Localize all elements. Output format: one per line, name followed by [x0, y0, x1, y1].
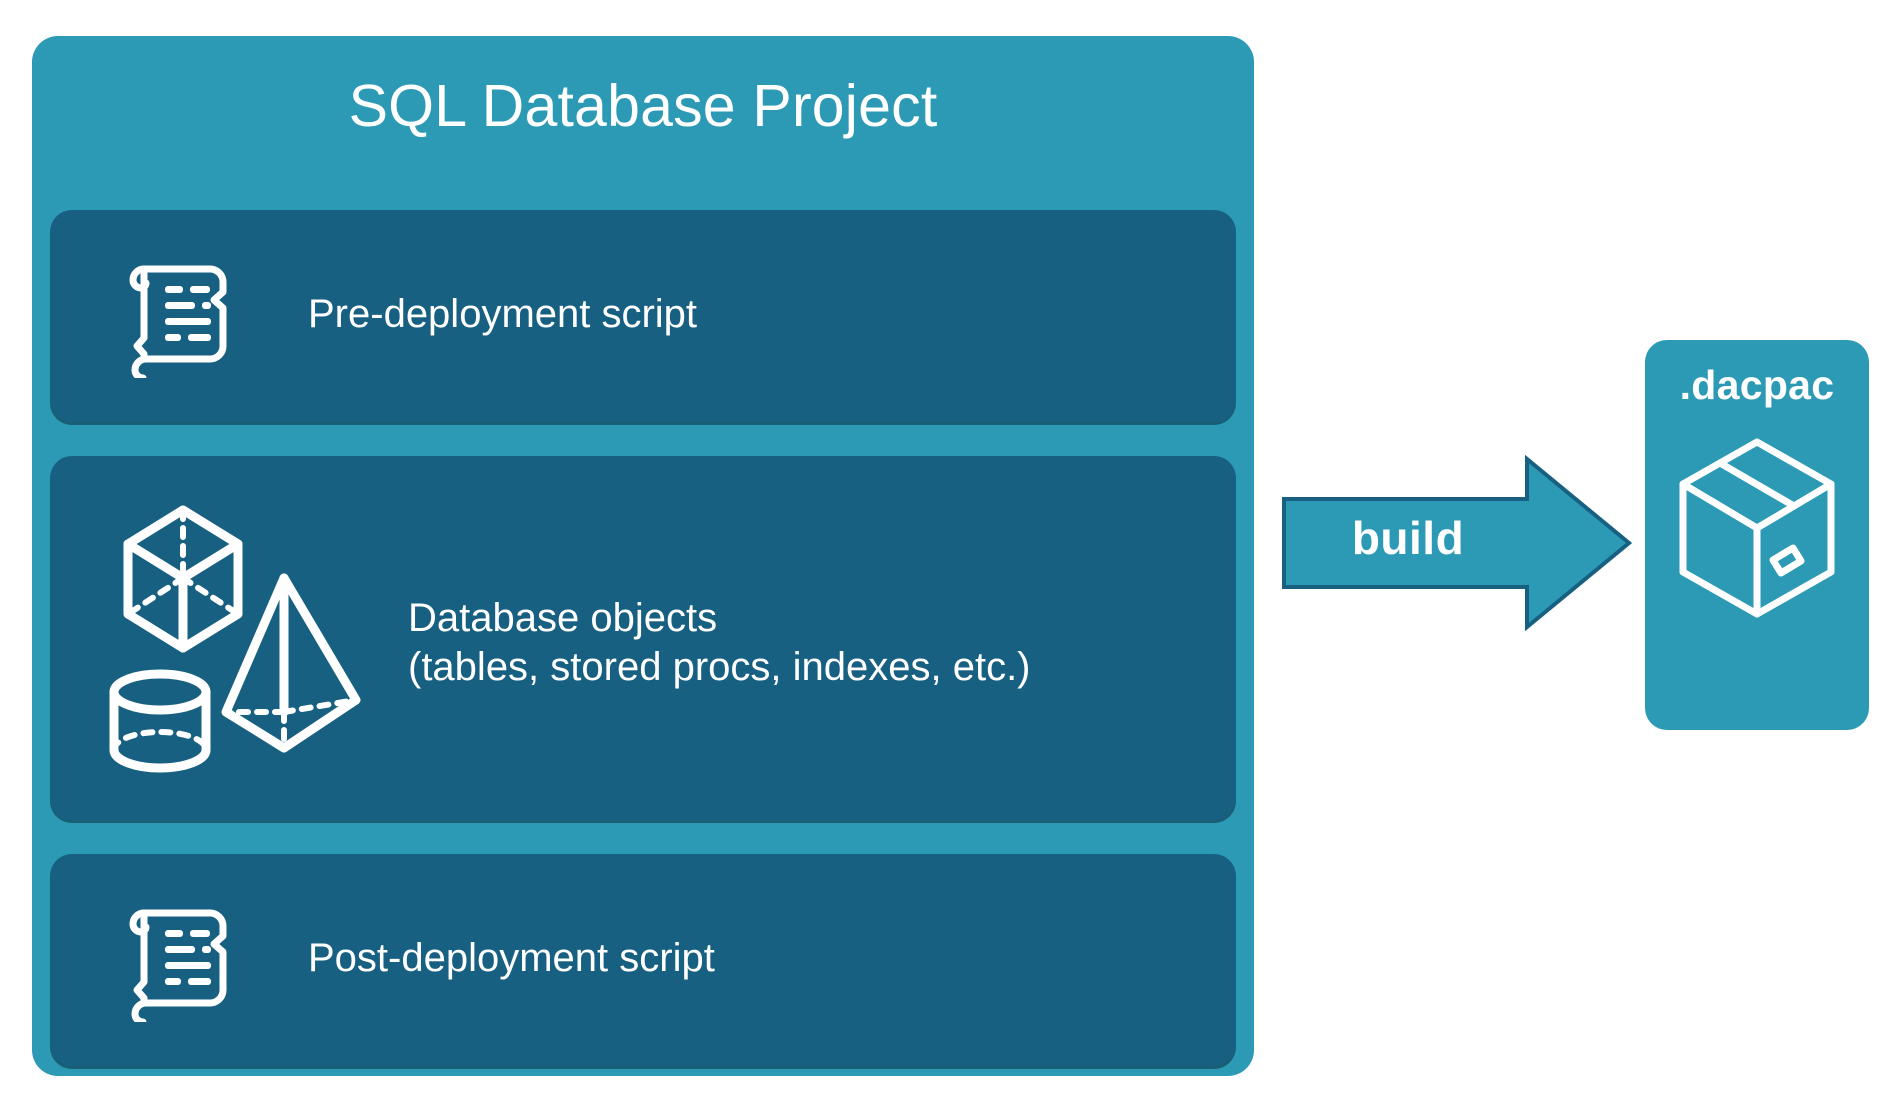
panel-post-deployment-label: Post-deployment script — [308, 936, 715, 980]
shapes-icon — [98, 486, 398, 786]
scroll-icon — [110, 900, 240, 1026]
dacpac-title: .dacpac — [1679, 362, 1835, 408]
build-arrow[interactable]: build — [1282, 454, 1633, 632]
dacpac-card[interactable]: .dacpac — [1645, 340, 1869, 730]
project-title: SQL Database Project — [348, 73, 938, 139]
panel-database-objects-label: Database objects (tables, stored procs, … — [408, 596, 1031, 689]
panel-pre-deployment[interactable]: Pre-deployment script — [50, 210, 1236, 422]
package-box-icon — [1673, 428, 1841, 628]
panel-database-objects[interactable]: Database objects (tables, stored procs, … — [50, 456, 1236, 820]
sql-database-project-card: SQL Database Project — [32, 36, 1254, 1076]
scroll-icon — [110, 256, 240, 382]
panel-pre-deployment-label: Pre-deployment script — [308, 292, 698, 336]
panel-post-deployment[interactable]: Post-deployment script — [50, 854, 1236, 1066]
arrow-right-icon — [1282, 454, 1633, 632]
